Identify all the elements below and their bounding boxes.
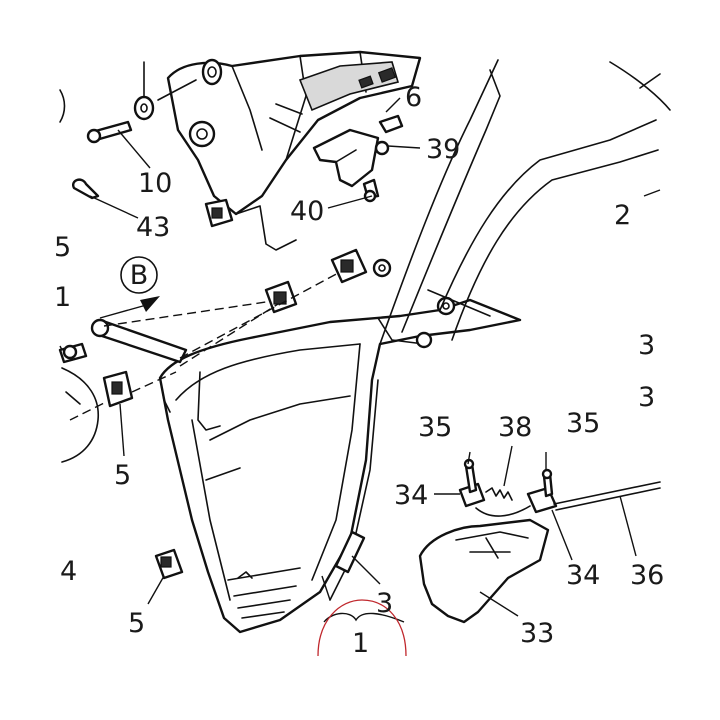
part-label-34-right: 34 [566, 560, 600, 591]
cropped-label-1: 1 [54, 282, 71, 313]
part-label-38: 38 [498, 412, 532, 443]
left-fasteners [58, 58, 223, 364]
part-label-40: 40 [290, 196, 324, 227]
lower-left-parts [61, 367, 184, 580]
outer-fairing [329, 59, 671, 601]
stamp-arc [317, 599, 407, 657]
cropped-label-37: 3 [638, 330, 655, 361]
view-b-marker: B [120, 256, 158, 294]
cropped-label-5: 5 [54, 232, 71, 263]
part-label-39: 39 [426, 134, 460, 165]
part-labels: 10 43 6 39 40 2 5 4 5 3 1 35 38 35 34 34… [54, 82, 664, 659]
part-label-35-left: 35 [418, 412, 452, 443]
part-label-33: 33 [520, 618, 554, 649]
part-label-4: 4 [60, 556, 77, 587]
trim-strip [334, 530, 366, 574]
left-edge-partial [59, 89, 66, 123]
part-label-6: 6 [405, 82, 422, 113]
upper-right-bracket [312, 114, 404, 203]
part-label-1: 1 [352, 628, 369, 659]
cropped-label-35: 3 [638, 382, 655, 413]
view-b-label: B [130, 260, 149, 291]
part-label-43: 43 [136, 212, 170, 243]
part-label-35-right: 35 [566, 408, 600, 439]
part-label-34-left: 34 [394, 480, 428, 511]
part-label-10: 10 [138, 168, 172, 199]
upper-frame-bracket [166, 50, 422, 251]
part-label-3: 3 [376, 588, 393, 619]
part-label-5-upper: 5 [114, 460, 131, 491]
leader-lines [59, 97, 661, 623]
assembly-guide-lines [69, 271, 341, 421]
part-label-2: 2 [614, 200, 631, 231]
rubber-grommets [204, 198, 392, 314]
lower-right-cover-assembly [418, 458, 661, 624]
part-label-36: 36 [630, 560, 664, 591]
part-label-5-lower: 5 [128, 608, 145, 639]
